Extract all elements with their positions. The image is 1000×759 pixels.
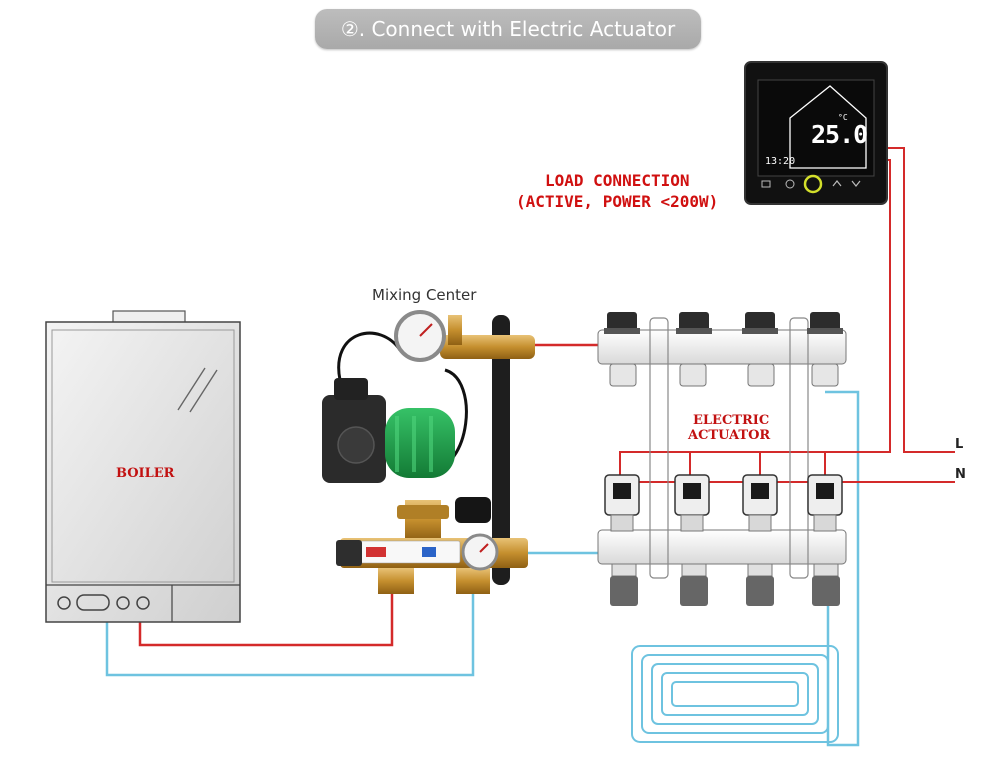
floor-heating-coil xyxy=(631,645,839,743)
supply-manifold xyxy=(597,317,847,579)
neutral-line-label: N xyxy=(955,467,966,482)
electric-label: ELECTRIC xyxy=(693,413,770,428)
thermostat-time: 13:20 xyxy=(765,156,796,167)
thermostat-device xyxy=(744,61,888,205)
boiler-label: BOILER xyxy=(116,466,175,481)
actuator-label: ACTUATOR xyxy=(688,428,771,443)
title-banner: ②. Connect with Electric Actuator xyxy=(315,9,701,49)
live-line-label: L xyxy=(955,437,964,452)
manifold-caps xyxy=(604,312,843,334)
lower-outlets xyxy=(610,563,840,606)
thermostat-unit: °C xyxy=(838,113,848,122)
load-spec-label: (ACTIVE, POWER <200W) xyxy=(516,192,719,211)
load-connection-label: LOAD CONNECTION xyxy=(545,171,690,190)
mixing-center-unit xyxy=(322,310,535,594)
electric-actuators xyxy=(604,474,843,532)
upper-outlets xyxy=(609,363,839,387)
page-title: ②. Connect with Electric Actuator xyxy=(340,17,676,41)
boiler-unit xyxy=(45,310,241,623)
mixing-center-label: Mixing Center xyxy=(372,286,477,304)
thermostat-temperature: 25.0 xyxy=(811,120,868,149)
